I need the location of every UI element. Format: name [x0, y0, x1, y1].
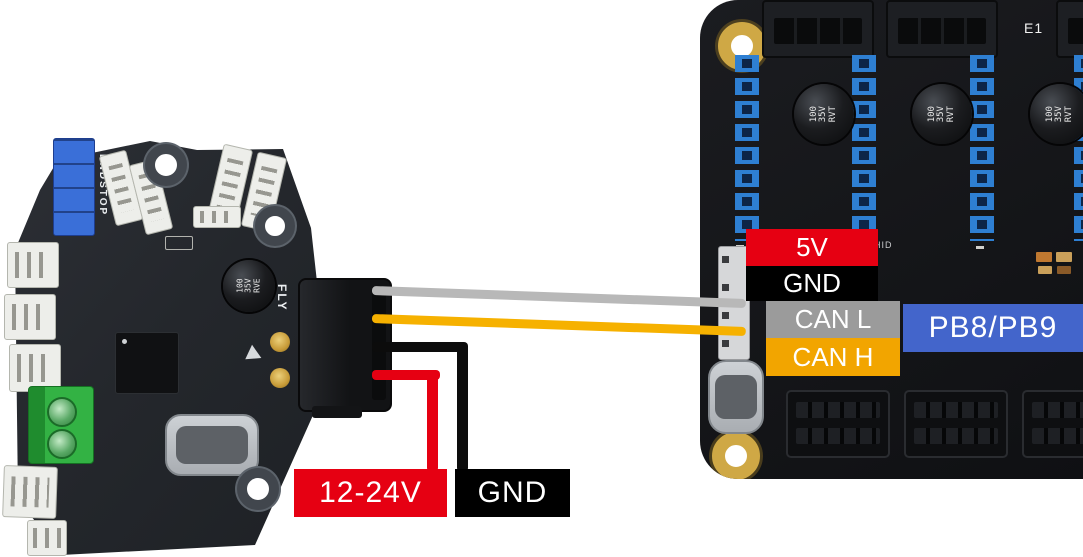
label-gnd-power: GND [455, 469, 570, 517]
usb-c-port [708, 360, 764, 434]
capacitor-label: 100 35V RVT [926, 105, 956, 123]
mainboard: E1 100 35V RVT 100 35V RVT 100 35V RVT H… [700, 0, 1083, 479]
label-can-l: CAN L [766, 301, 900, 338]
fly-logo-text: FLY [275, 284, 289, 312]
smd-component [1036, 252, 1052, 262]
label-pb8-pb9: PB8/PB9 [903, 304, 1083, 352]
can-l-wire [371, 286, 746, 309]
smd-component [1056, 252, 1072, 262]
gnd-wire-vertical [457, 344, 468, 472]
jst-sh-connector [193, 206, 241, 228]
terminal-screw [47, 429, 77, 459]
jst-connector [7, 242, 59, 288]
mounting-hole [255, 206, 295, 246]
gnd-wire-horizontal [372, 342, 468, 352]
power-wire-vertical [427, 372, 438, 472]
driver-port-label: E1 [1024, 20, 1044, 36]
stepper-motor-connector [762, 0, 874, 58]
can-h-wire [371, 314, 746, 337]
label-gnd-pin: GND [746, 266, 878, 301]
mounting-hole [145, 144, 187, 186]
stepper-motor-connector [886, 0, 998, 58]
jst-connector [4, 294, 56, 340]
smd-component [1038, 266, 1052, 274]
jst-connector [9, 344, 61, 392]
label-12-24v: 12-24V [294, 469, 447, 517]
silkscreen-mark [165, 236, 193, 250]
gold-pad [270, 332, 290, 352]
capacitor-label: 100 35V RVT [808, 105, 838, 123]
capacitor: 100 35V RVT [1030, 84, 1083, 144]
capacitor-label: 100 35V RVE [235, 278, 262, 294]
stepper-motor-connector [1056, 0, 1083, 58]
smd-component [1057, 266, 1071, 274]
toolhead-board: ENDSTOP 100 35V RVE FLY [2, 136, 392, 557]
endstop-silkscreen-label: ENDSTOP [97, 154, 108, 217]
can-connector-tab [312, 406, 362, 418]
pin-header-connector [786, 390, 890, 458]
driver-socket-header [1074, 55, 1083, 241]
label-5v: 5V [746, 229, 878, 266]
blue-terminal-connector [53, 138, 95, 236]
jst-connector [2, 465, 58, 519]
capacitor: 100 35V RVT [794, 84, 854, 144]
gold-pad [270, 368, 290, 388]
capacitor-label: 100 35V RVT [1044, 105, 1074, 123]
driver-socket-header [735, 55, 759, 241]
usb-c-port [165, 414, 259, 476]
hid-silkscreen-label: HID [874, 240, 893, 250]
pin-header-connector [904, 390, 1008, 458]
mcu-chip [115, 332, 179, 394]
jst-connector [27, 520, 67, 556]
driver-socket-header [852, 55, 876, 241]
power-wire-horizontal [372, 370, 440, 380]
pin-header-connector [1022, 390, 1083, 458]
capacitor: 100 35V RVT [912, 84, 972, 144]
screw-terminal [28, 386, 94, 464]
silkscreen-mark [976, 246, 984, 249]
mounting-hole [237, 468, 279, 510]
mounting-hole [712, 432, 760, 479]
label-can-h: CAN H [766, 338, 900, 376]
terminal-screw [47, 397, 77, 427]
driver-socket-header [970, 55, 994, 241]
capacitor: 100 35V RVE [223, 260, 275, 312]
